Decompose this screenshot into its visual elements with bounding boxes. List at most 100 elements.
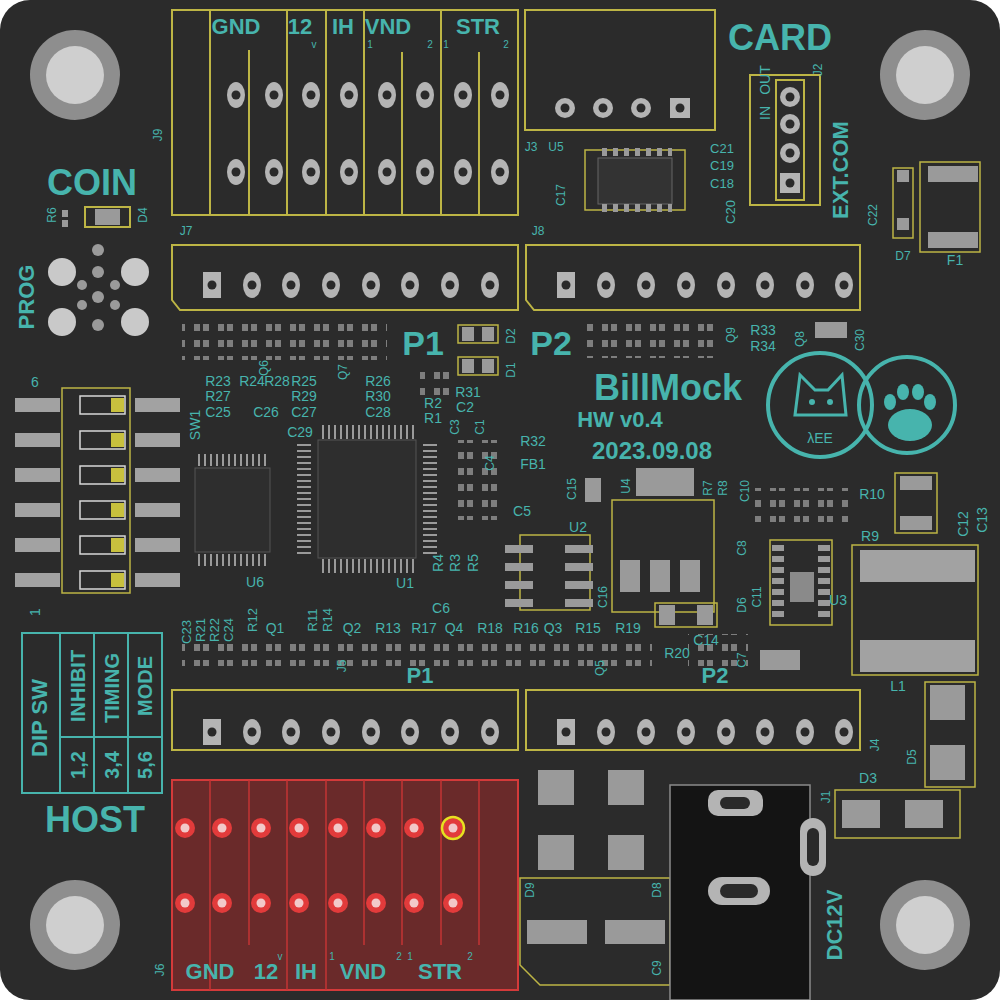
silkscreen-label: J1: [820, 791, 832, 804]
silkscreen-label: C4: [484, 455, 496, 470]
host-header: [251, 893, 271, 913]
logo: [827, 399, 833, 405]
silkscreen-label: D4: [137, 207, 149, 222]
dip-switch: [80, 466, 125, 484]
connector-pins: [203, 719, 221, 745]
header-pins: [378, 82, 396, 108]
connector-pins: [717, 719, 735, 745]
u4-regulator: [680, 560, 700, 592]
silkscreen-label: R29: [291, 389, 317, 403]
silkscreen-label: P2: [702, 665, 729, 687]
u4-regulator: [650, 560, 670, 592]
silkscreen-label: 3,4: [102, 751, 122, 779]
silkscreen-label: C28: [365, 405, 391, 419]
silkscreen-label: Q9: [725, 327, 737, 343]
silkscreen-label: R7: [702, 480, 714, 495]
silkscreen-label: J4: [869, 739, 881, 752]
host-header: [366, 893, 386, 913]
coin-header: [209, 10, 211, 215]
u4-regulator: [636, 468, 694, 496]
host-header: [325, 780, 327, 990]
header-pins: [340, 159, 358, 185]
silkscreen-label: 1: [367, 40, 373, 50]
silkscreen-label: C11: [751, 586, 763, 607]
coin-led: [62, 210, 68, 217]
host-header: [404, 893, 424, 913]
prog-header: [48, 258, 76, 286]
silkscreen-label: R33: [750, 323, 776, 337]
connector-pins: [677, 272, 695, 298]
silkscreen-label: HW v0.4: [577, 409, 663, 431]
silkscreen-label: PROG: [16, 265, 38, 330]
host-header: [404, 818, 424, 838]
silkscreen-label: VND: [365, 16, 411, 38]
u5-chip: [598, 158, 672, 204]
dip-switch: [135, 503, 180, 517]
coin-header: [440, 10, 442, 215]
silkscreen-label: R11: [306, 609, 319, 632]
silkscreen-label: J9: [152, 129, 164, 142]
header-pins: [265, 159, 283, 185]
card-connector: [525, 10, 715, 130]
silkscreen-label: R1: [424, 411, 442, 425]
logo: [768, 353, 955, 457]
silkscreen-label: R5: [466, 554, 480, 572]
coin-header: [363, 10, 365, 215]
silkscreen-label: C9: [651, 960, 663, 975]
connector-pins: [796, 272, 814, 298]
dip-legend-table: [127, 633, 129, 793]
u4-regulator: [585, 478, 601, 502]
mounting-hole: [30, 880, 120, 970]
led-pads: [462, 359, 474, 373]
silkscreen-label: R3: [448, 554, 462, 572]
silkscreen-label: R31: [455, 385, 481, 399]
prog-header: [110, 280, 120, 290]
r9-shunt: [860, 640, 975, 672]
silkscreen-label: R14: [321, 608, 334, 632]
card-connector: [670, 98, 690, 118]
u6-chip: [195, 460, 270, 560]
silkscreen-label: BillMock: [594, 370, 742, 406]
dc-jack: [800, 818, 826, 876]
silkscreen-label: 1: [407, 952, 413, 962]
dip-switch: [135, 538, 180, 552]
coin-led: [85, 207, 130, 227]
connector-pins: [441, 719, 459, 745]
connector-pins: [362, 719, 380, 745]
power-components: [538, 770, 574, 805]
silkscreen-label: Q7: [337, 364, 349, 380]
led-pads: [458, 357, 498, 375]
host-header: [443, 818, 463, 838]
led-pads: [482, 327, 494, 341]
silkscreen-label: 2: [427, 40, 433, 50]
power-components: [835, 790, 960, 838]
connector-pins: [401, 272, 419, 298]
coin-header: [172, 10, 518, 215]
r9-shunt: [900, 476, 932, 490]
silkscreen-label: R24: [239, 374, 265, 388]
host-header: [328, 893, 348, 913]
dip-switch: [111, 433, 124, 447]
smd-components: [455, 440, 499, 520]
u5-chip: [585, 150, 685, 210]
logo: [768, 353, 872, 457]
connector-pins: [441, 272, 459, 298]
connector-pins: [677, 719, 695, 745]
u2-chip: [505, 545, 533, 553]
silkscreen-label: MODE: [135, 656, 155, 716]
power-components: [538, 835, 574, 870]
power-components: [527, 920, 587, 944]
u1-microcontroller: [423, 444, 437, 555]
u1-microcontroller: [297, 444, 311, 555]
silkscreen-label: R4: [431, 554, 445, 572]
u6-chip: [195, 468, 270, 552]
u4-regulator: [697, 605, 713, 625]
dip-switch: [15, 468, 60, 482]
header-pins: [454, 82, 472, 108]
mounting-hole: [880, 30, 970, 120]
silkscreen-label: C7: [736, 652, 748, 667]
connector-pins: [401, 719, 419, 745]
silkscreen-label: D2: [505, 328, 517, 343]
silkscreen-label: C20: [724, 200, 737, 224]
header-pins: [227, 82, 509, 185]
